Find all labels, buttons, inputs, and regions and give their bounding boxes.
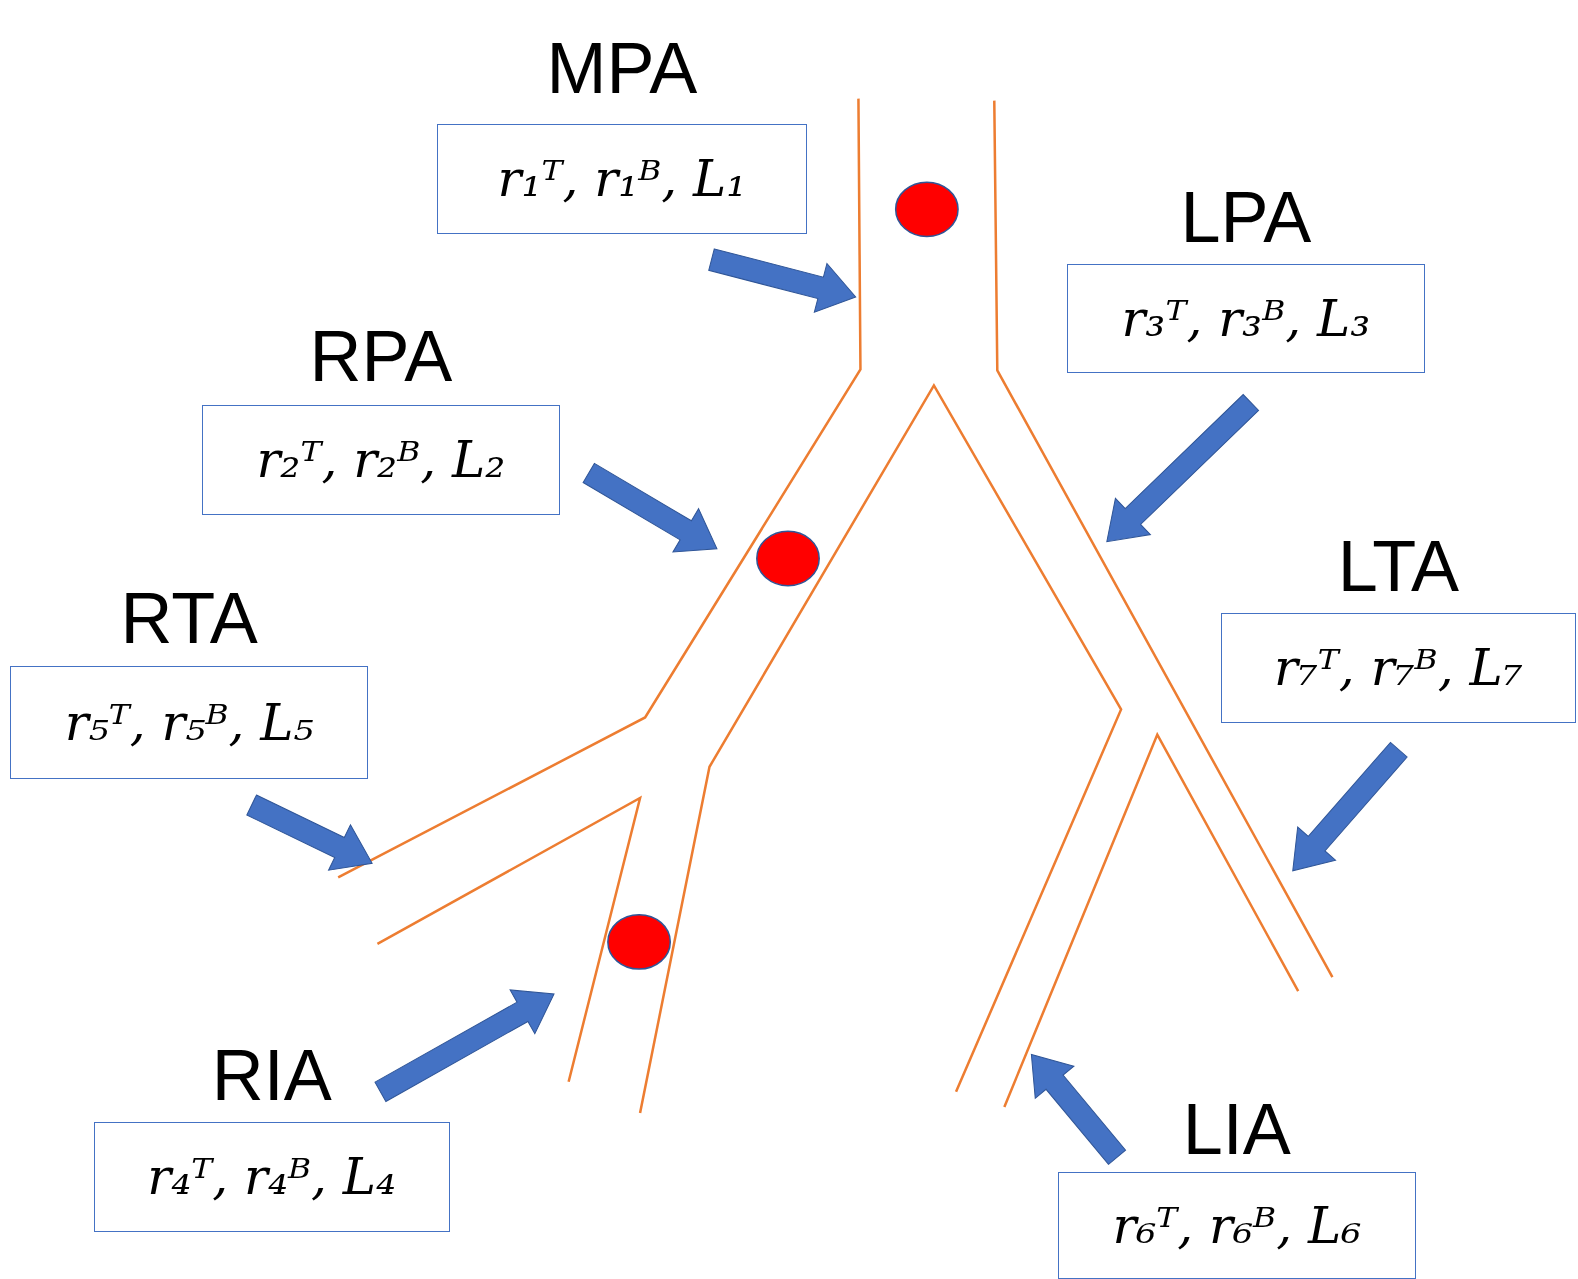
pointer-arrow bbox=[705, 235, 862, 321]
vessel-wall bbox=[1004, 735, 1298, 1107]
red-dot bbox=[896, 182, 958, 236]
parameter-text: r₃ᵀ, r₃ᴮ, L₃ bbox=[1121, 289, 1370, 349]
parameter-box: r₃ᵀ, r₃ᴮ, L₃ bbox=[1067, 264, 1425, 374]
block-arrow bbox=[241, 782, 383, 886]
vessel-name: RTA bbox=[0, 582, 428, 654]
vessel-name: LIA bbox=[998, 1093, 1476, 1165]
vessel-parameter-node: r₁ᵀ, r₁ᴮ, L₁MPA bbox=[437, 32, 807, 234]
pointer-arrow bbox=[576, 451, 730, 570]
vessel-parameter-node: r₂ᵀ, r₂ᴮ, L₂RPA bbox=[202, 320, 559, 515]
pointer-arrow bbox=[368, 972, 566, 1114]
vessel-name: MPA bbox=[377, 32, 867, 104]
vessel-parameter-node: r₅ᵀ, r₅ᴮ, L₅RTA bbox=[10, 582, 368, 779]
parameter-box: r₄ᵀ, r₄ᴮ, L₄ bbox=[94, 1122, 450, 1232]
parameter-text: r₄ᵀ, r₄ᴮ, L₄ bbox=[147, 1147, 396, 1207]
block-arrow bbox=[576, 451, 730, 570]
block-arrow bbox=[1012, 1038, 1136, 1173]
parameter-box: r₅ᵀ, r₅ᴮ, L₅ bbox=[10, 666, 368, 779]
parameter-text: r₁ᵀ, r₁ᴮ, L₁ bbox=[498, 149, 747, 209]
pointer-arrow bbox=[1089, 384, 1268, 559]
red-dot bbox=[757, 531, 819, 585]
parameter-text: r₆ᵀ, r₆ᴮ, L₆ bbox=[1112, 1196, 1361, 1256]
block-arrow bbox=[1274, 733, 1418, 887]
parameter-text: r₅ᵀ, r₅ᴮ, L₅ bbox=[65, 693, 314, 753]
parameter-box: r₁ᵀ, r₁ᴮ, L₁ bbox=[437, 124, 807, 235]
pointer-arrow bbox=[1274, 733, 1418, 887]
block-arrow bbox=[368, 972, 566, 1114]
vessel-parameter-node: r₇ᵀ, r₇ᴮ, L₇LTA bbox=[1221, 530, 1576, 722]
parameter-box: r₇ᵀ, r₇ᴮ, L₇ bbox=[1221, 613, 1576, 723]
block-arrow bbox=[705, 235, 862, 321]
parameter-text: r₇ᵀ, r₇ᴮ, L₇ bbox=[1274, 638, 1523, 698]
vessel-parameter-node: r₃ᵀ, r₃ᴮ, L₃LPA bbox=[1067, 181, 1425, 373]
parameter-box: r₂ᵀ, r₂ᴮ, L₂ bbox=[202, 405, 559, 516]
vessel-wall bbox=[640, 385, 1121, 1113]
vessel-name: LTA bbox=[1161, 530, 1578, 602]
vessel-name: LPA bbox=[1007, 181, 1485, 253]
parameter-text: r₂ᵀ, r₂ᴮ, L₂ bbox=[256, 430, 505, 490]
vessel-name: RIA bbox=[34, 1039, 510, 1111]
block-arrow bbox=[1089, 384, 1268, 559]
parameter-box: r₆ᵀ, r₆ᴮ, L₆ bbox=[1058, 1172, 1416, 1279]
red-dot bbox=[608, 915, 670, 969]
pointer-arrow bbox=[241, 782, 383, 886]
pointer-arrow bbox=[1012, 1038, 1136, 1173]
vessel-parameter-node: r₄ᵀ, r₄ᴮ, L₄RIA bbox=[94, 1039, 450, 1232]
vessel-wall bbox=[377, 798, 640, 1082]
measurement-dots bbox=[608, 182, 958, 969]
vessel-name: RPA bbox=[142, 320, 619, 392]
vessel-parameter-node: r₆ᵀ, r₆ᴮ, L₆LIA bbox=[1058, 1093, 1416, 1279]
